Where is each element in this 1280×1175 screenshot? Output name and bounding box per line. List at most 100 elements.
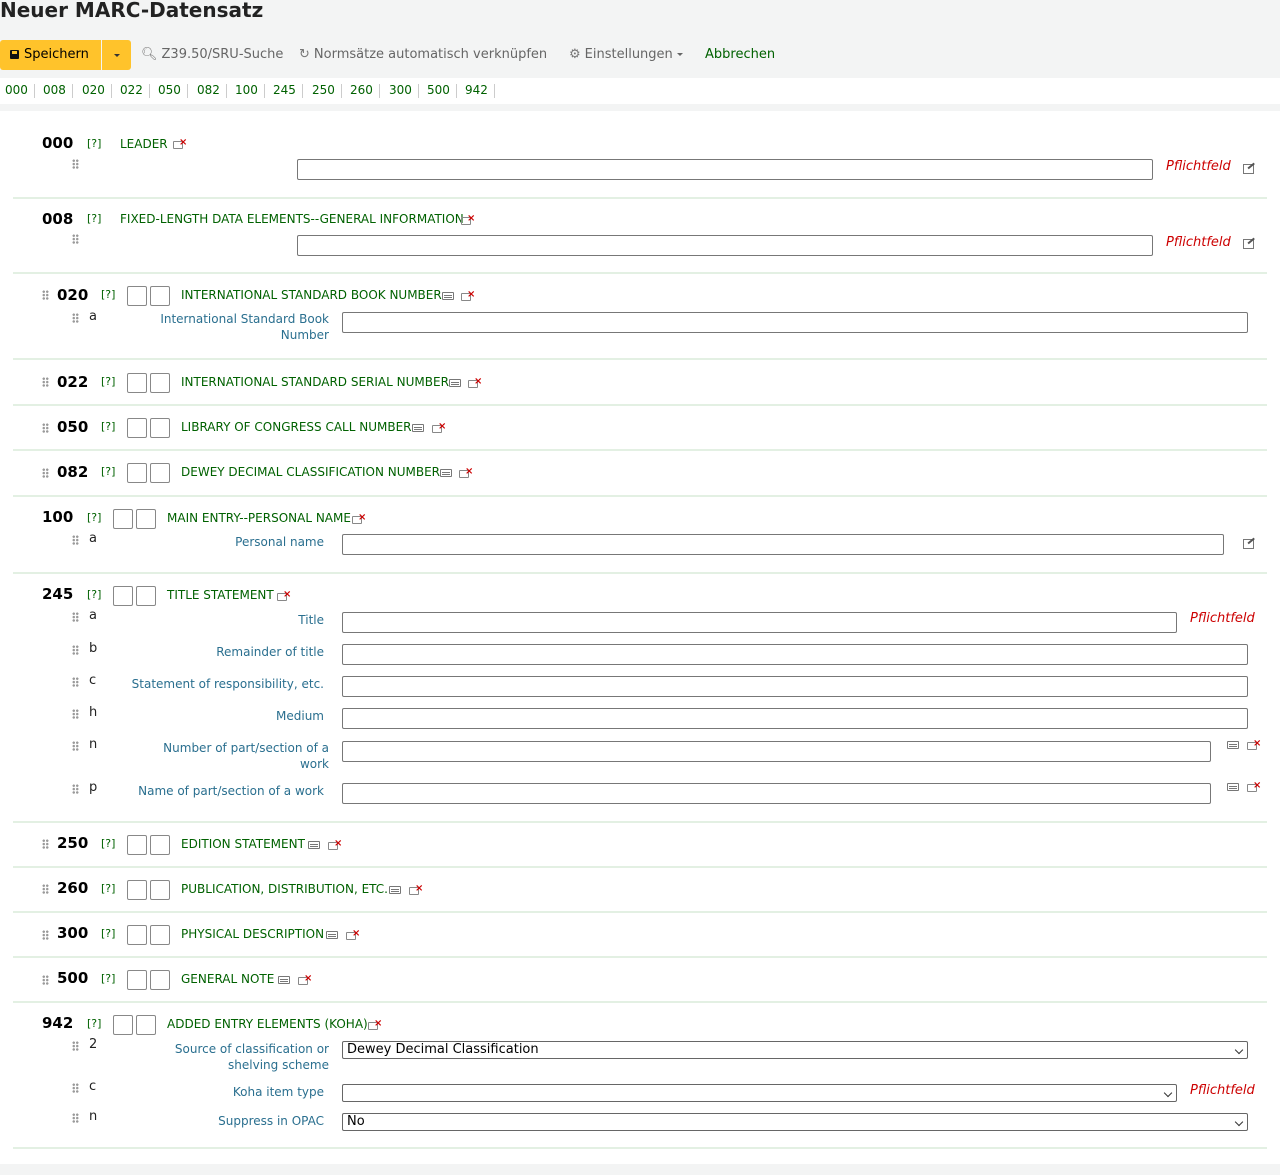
delete-subfield-icon[interactable] [1247, 781, 1261, 792]
name-of-part-input[interactable] [342, 783, 1211, 804]
tab-500[interactable]: 500 [427, 83, 450, 97]
delete-field-icon[interactable] [346, 929, 360, 940]
edit-plugin-icon[interactable] [1243, 163, 1255, 174]
indicator-2[interactable] [136, 586, 156, 606]
drag-handle-icon[interactable] [42, 290, 49, 300]
indicator-2[interactable] [150, 970, 170, 990]
delete-field-icon[interactable] [173, 138, 187, 149]
drag-handle-icon[interactable] [72, 159, 79, 169]
drag-handle-icon[interactable] [42, 839, 49, 849]
indicator-1[interactable] [127, 463, 147, 483]
tab-082[interactable]: 082 [197, 83, 220, 97]
tab-300[interactable]: 300 [389, 83, 412, 97]
tab-000[interactable]: 000 [5, 83, 28, 97]
drag-handle-icon[interactable] [72, 645, 79, 655]
drag-handle-icon[interactable] [72, 313, 79, 323]
tab-260[interactable]: 260 [350, 83, 373, 97]
drag-handle-icon[interactable] [72, 1041, 79, 1051]
indicator-1[interactable] [127, 418, 147, 438]
clone-field-icon[interactable] [326, 931, 338, 939]
medium-input[interactable] [342, 708, 1248, 729]
indicator-2[interactable] [150, 463, 170, 483]
indicator-1[interactable] [113, 586, 133, 606]
indicator-2[interactable] [136, 1015, 156, 1035]
clone-field-icon[interactable] [308, 841, 320, 849]
z3950-search-button[interactable]: 🔍︎Z39.50/SRU-Suche [141, 47, 284, 62]
delete-field-icon[interactable] [368, 1019, 382, 1030]
delete-field-icon[interactable] [328, 839, 342, 850]
edit-plugin-icon[interactable] [1243, 238, 1255, 249]
leader-input[interactable] [297, 159, 1153, 180]
delete-field-icon[interactable] [409, 884, 423, 895]
help-link[interactable]: [?] [87, 137, 102, 150]
clone-field-icon[interactable] [440, 469, 452, 477]
help-link[interactable]: [?] [101, 375, 116, 388]
help-link[interactable]: [?] [101, 420, 116, 433]
tab-008[interactable]: 008 [43, 83, 66, 97]
tab-245[interactable]: 245 [273, 83, 296, 97]
drag-handle-icon[interactable] [42, 468, 49, 478]
number-of-part-input[interactable] [342, 741, 1211, 762]
cancel-link[interactable]: Abbrechen [705, 47, 776, 62]
indicator-2[interactable] [136, 509, 156, 529]
drag-handle-icon[interactable] [72, 709, 79, 719]
delete-field-icon[interactable] [432, 422, 446, 433]
delete-field-icon[interactable] [461, 290, 475, 301]
indicator-2[interactable] [150, 418, 170, 438]
drag-handle-icon[interactable] [72, 1113, 79, 1123]
indicator-1[interactable] [113, 1015, 133, 1035]
drag-handle-icon[interactable] [72, 1083, 79, 1093]
isbn-input[interactable] [342, 312, 1248, 333]
delete-field-icon[interactable] [352, 513, 366, 524]
help-link[interactable]: [?] [101, 882, 116, 895]
title-input[interactable] [342, 612, 1177, 633]
drag-handle-icon[interactable] [42, 975, 49, 985]
delete-field-icon[interactable] [277, 590, 291, 601]
clone-subfield-icon[interactable] [1227, 783, 1239, 791]
delete-field-icon[interactable] [298, 974, 312, 985]
clone-field-icon[interactable] [389, 886, 401, 894]
indicator-2[interactable] [150, 880, 170, 900]
help-link[interactable]: [?] [87, 511, 102, 524]
help-link[interactable]: [?] [101, 465, 116, 478]
indicator-2[interactable] [150, 835, 170, 855]
delete-subfield-icon[interactable] [1247, 739, 1261, 750]
clone-field-icon[interactable] [449, 379, 461, 387]
link-authorities-button[interactable]: ↻Normsätze automatisch verknüpfen [299, 47, 548, 62]
tab-050[interactable]: 050 [158, 83, 181, 97]
tab-942[interactable]: 942 [465, 83, 488, 97]
indicator-1[interactable] [127, 286, 147, 306]
drag-handle-icon[interactable] [42, 884, 49, 894]
drag-handle-icon[interactable] [72, 612, 79, 622]
indicator-2[interactable] [150, 373, 170, 393]
help-link[interactable]: [?] [87, 1017, 102, 1030]
help-link[interactable]: [?] [101, 288, 116, 301]
indicator-1[interactable] [127, 835, 147, 855]
indicator-2[interactable] [150, 286, 170, 306]
indicator-1[interactable] [113, 509, 133, 529]
save-button[interactable]: Speichern [0, 40, 101, 70]
suppress-opac-select[interactable]: No [342, 1113, 1248, 1131]
help-link[interactable]: [?] [87, 588, 102, 601]
classification-source-select[interactable]: Dewey Decimal Classification [342, 1041, 1248, 1059]
help-link[interactable]: [?] [101, 972, 116, 985]
drag-handle-icon[interactable] [72, 234, 79, 244]
help-link[interactable]: [?] [101, 837, 116, 850]
help-link[interactable]: [?] [87, 212, 102, 225]
tab-022[interactable]: 022 [120, 83, 143, 97]
statement-of-responsibility-input[interactable] [342, 676, 1248, 697]
tab-020[interactable]: 020 [82, 83, 105, 97]
delete-field-icon[interactable] [468, 377, 482, 388]
fixed-length-input[interactable] [297, 235, 1153, 256]
delete-field-icon[interactable] [461, 214, 475, 225]
clone-field-icon[interactable] [278, 976, 290, 984]
drag-handle-icon[interactable] [72, 784, 79, 794]
indicator-1[interactable] [127, 880, 147, 900]
clone-field-icon[interactable] [442, 292, 454, 300]
indicator-1[interactable] [127, 970, 147, 990]
drag-handle-icon[interactable] [42, 423, 49, 433]
clone-subfield-icon[interactable] [1227, 741, 1239, 749]
drag-handle-icon[interactable] [42, 377, 49, 387]
remainder-of-title-input[interactable] [342, 644, 1248, 665]
item-type-select[interactable] [342, 1084, 1177, 1102]
